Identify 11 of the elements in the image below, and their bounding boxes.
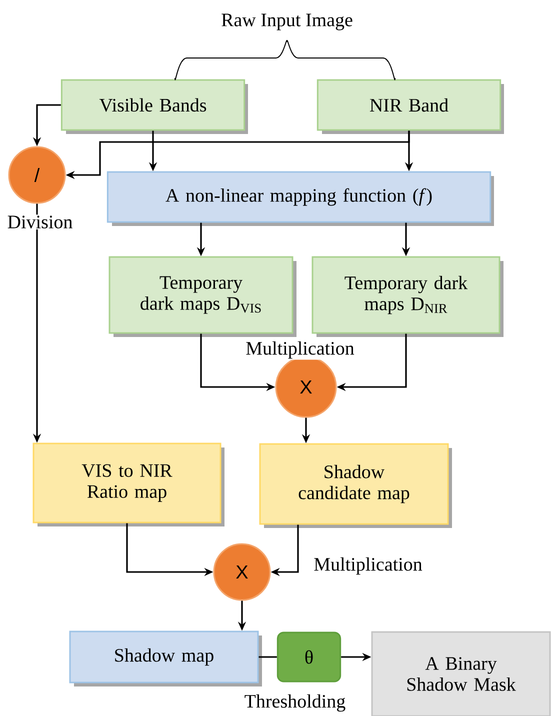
threshold-box: θ — [276, 632, 342, 682]
input-box: Visible Bands — [60, 79, 248, 134]
map-box: Shadow candidate map — [259, 443, 452, 528]
result-box: A Binary Shadow Mask — [371, 631, 551, 716]
group-label: Raw Input Image — [222, 14, 352, 30]
output-box: Shadow map — [69, 630, 262, 686]
map-box: Temporary dark maps D$_{VIS}$ — [108, 256, 296, 337]
map-box: VIS to NIR Ratio map — [32, 442, 224, 526]
process-box: A non-linear mapping function (f) — [106, 171, 494, 226]
input-box: NIR Band — [316, 79, 504, 134]
map-box: Temporary dark maps D$_{NIR}$ — [312, 256, 504, 337]
